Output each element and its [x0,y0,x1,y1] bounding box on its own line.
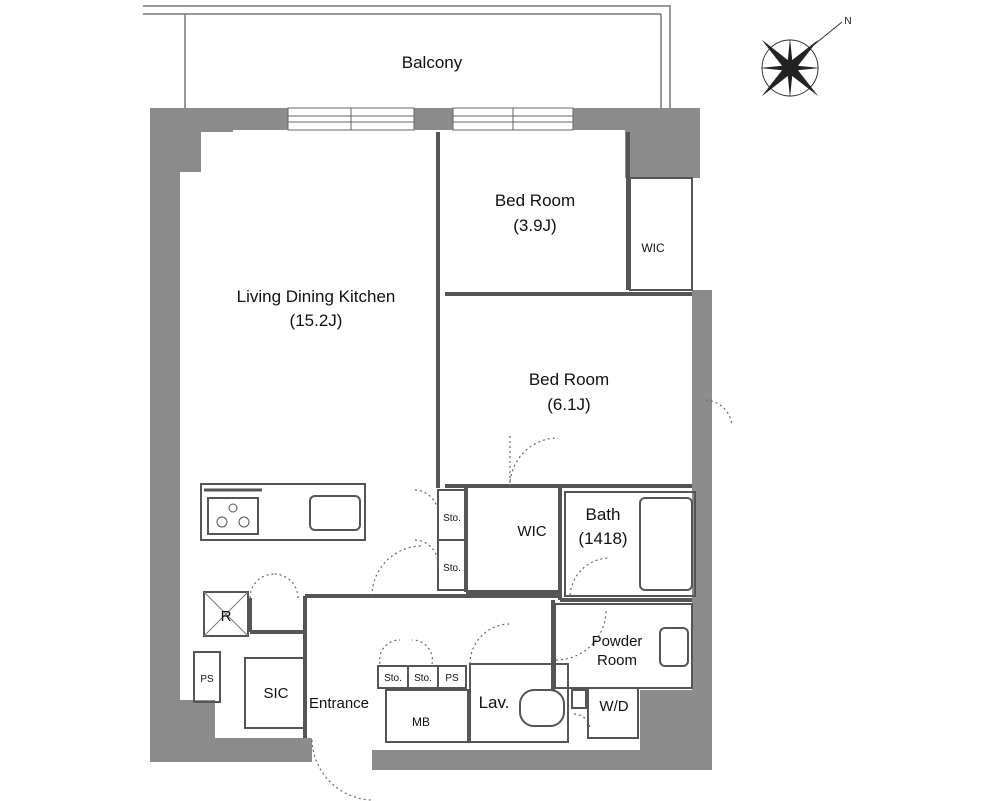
bed1-label: Bed Room [495,191,575,210]
sic-label: SIC [263,685,288,702]
bath-size: (1418) [578,529,627,548]
outer-walls [150,108,712,770]
windows [287,107,574,131]
sto1-label: Sto. [443,513,461,524]
bath-label: Bath [586,505,621,524]
thin-lines [193,177,696,743]
balcony-label: Balcony [402,53,463,72]
fridge-marking [203,591,249,637]
entrance-label: Entrance [309,695,369,712]
compass-icon [760,21,843,98]
bed2-size: (6.1J) [547,395,590,414]
cooktop-burners [204,488,262,528]
bed2-label: Bed Room [529,370,609,389]
lav-label: Lav. [479,693,510,712]
interior [201,130,692,742]
room-labels: Balcony Living Dining Kitchen (15.2J) Be… [200,16,851,729]
sto2-label: Sto. [443,563,461,574]
ps-label-right: PS [445,673,459,684]
ldk-size: (15.2J) [290,311,343,330]
compass-n-label: N [844,16,851,27]
wic-top-label: WIC [641,241,665,255]
wd-label: W/D [599,698,628,715]
sto4-label: Sto. [414,673,432,684]
powder-label: Powder [592,633,643,650]
ps-label-left: PS [200,674,214,685]
fridge-label: R [221,608,232,625]
partitions [248,132,692,738]
wic-mid-label: WIC [517,523,546,540]
sto3-label: Sto. [384,673,402,684]
mb-label: MB [412,715,430,729]
door-swings [249,399,733,801]
ldk-label: Living Dining Kitchen [237,287,396,306]
bed1-size: (3.9J) [513,216,556,235]
balcony-railing [143,5,671,108]
powder-label-2: Room [597,652,637,669]
